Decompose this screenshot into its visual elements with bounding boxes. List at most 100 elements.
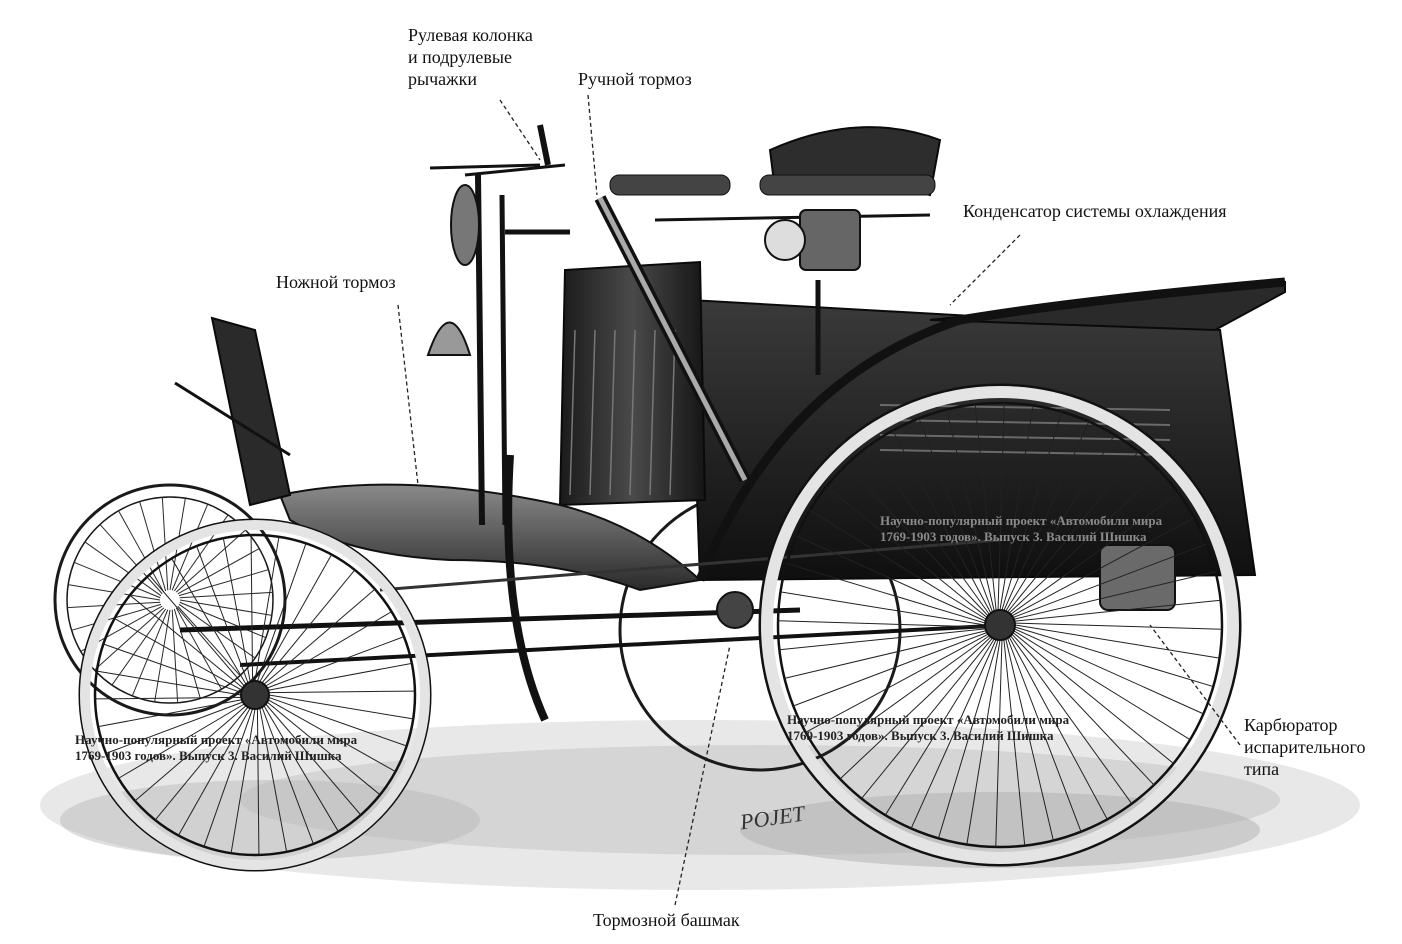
spoke xyxy=(867,446,990,615)
spoke xyxy=(98,699,242,728)
spoke xyxy=(94,607,165,671)
spoke xyxy=(1012,632,1174,764)
label-carburetor: Карбюратор испарительного типа xyxy=(1244,714,1366,780)
label-steering: Рулевая колонка и подрулевые рычажки xyxy=(408,24,533,90)
spoke xyxy=(1011,633,1155,786)
spoke xyxy=(918,418,993,613)
spoke xyxy=(263,705,339,832)
spoke xyxy=(256,543,307,682)
front-wheel xyxy=(78,518,432,872)
hand-brake-lever xyxy=(594,195,751,483)
spoke xyxy=(1011,517,1195,617)
leader-lines xyxy=(397,94,1241,906)
spoke xyxy=(259,708,288,852)
spoke xyxy=(1014,626,1214,688)
spoke xyxy=(171,503,209,591)
label-foot-brake: Ножной тормоз xyxy=(276,272,396,292)
spoke xyxy=(1010,492,1179,615)
watermark-faint-line1: Научно-популярный проект «Автомобили мир… xyxy=(880,513,1163,528)
spoke xyxy=(809,509,987,620)
label-hand-brake: Ручной тормоз xyxy=(578,69,692,89)
watermark-faint: Научно-популярный проект «Автомобили мир… xyxy=(880,513,1162,545)
spoke xyxy=(171,609,179,703)
spoke xyxy=(105,701,244,754)
watermark-faint-line2: 1769-1903 годов». Выпуск 3. Василий Шишк… xyxy=(880,529,1147,544)
spoke xyxy=(1005,434,1116,612)
spoke xyxy=(175,529,246,593)
leader-brake-shoe xyxy=(674,644,731,906)
leader-carburetor xyxy=(1149,624,1241,746)
spoke xyxy=(793,632,988,707)
spoke xyxy=(995,639,1003,847)
spoke xyxy=(173,608,201,699)
spoke xyxy=(268,662,412,691)
spoke xyxy=(250,535,254,682)
spoke xyxy=(114,617,243,691)
spoke xyxy=(861,637,993,799)
spoke xyxy=(73,561,161,599)
spoke xyxy=(261,706,314,845)
label-steering-line3: рычажки xyxy=(408,69,477,89)
spoke xyxy=(154,706,249,821)
label-carburetor-line1: Карбюратор xyxy=(1244,715,1338,735)
spoke xyxy=(839,636,992,780)
watermark-right-line2: 1769-1903 годов». Выпуск 3. Василий Шишк… xyxy=(787,728,1054,743)
spoke xyxy=(171,558,247,685)
spoke xyxy=(139,501,167,592)
spoke xyxy=(966,639,1001,845)
spoke xyxy=(1010,635,1133,804)
watermark-left-line1: Научно-популярный проект «Автомобили мир… xyxy=(75,732,358,747)
spoke xyxy=(780,591,986,626)
spoke xyxy=(131,609,169,697)
spoke xyxy=(884,638,995,816)
label-brake-shoe: Тормозной башмак xyxy=(593,910,740,930)
label-condenser: Конденсатор системы охлаждения xyxy=(963,201,1227,221)
spoke xyxy=(997,403,1005,611)
spoke xyxy=(265,703,362,816)
spoke xyxy=(222,538,251,682)
spoke xyxy=(179,599,272,616)
spoke xyxy=(261,569,356,684)
spoke xyxy=(177,707,251,836)
spoke xyxy=(1008,636,1108,820)
leader-condenser xyxy=(949,234,1021,306)
spoke xyxy=(177,548,260,595)
spoke xyxy=(254,536,280,682)
spoke xyxy=(974,404,997,611)
spoke xyxy=(937,639,999,839)
leader-hand-brake xyxy=(587,94,598,196)
spoke xyxy=(230,708,256,854)
spoke xyxy=(805,633,989,733)
spoke xyxy=(1014,628,1204,715)
spoke xyxy=(179,601,267,639)
rear-wheel xyxy=(758,383,1242,867)
spoke xyxy=(910,639,997,829)
spoke xyxy=(99,524,163,595)
spoke xyxy=(1003,421,1090,611)
spoke xyxy=(1014,599,1221,622)
seats xyxy=(609,126,942,222)
spoke xyxy=(111,608,167,686)
spoke xyxy=(779,628,986,651)
spoke xyxy=(1014,622,1222,630)
spoke xyxy=(175,607,222,690)
spoke xyxy=(268,696,407,747)
spoke xyxy=(892,430,992,614)
fender xyxy=(504,277,1286,722)
spoke xyxy=(1005,638,1054,841)
spoke xyxy=(1012,543,1207,618)
ground-shadow xyxy=(40,720,1360,890)
spoke xyxy=(1008,470,1161,614)
steering-column xyxy=(426,124,570,526)
spoke xyxy=(134,705,247,802)
spoke xyxy=(1014,624,1220,659)
spoke xyxy=(148,574,245,687)
label-carburetor-line2: испарительного xyxy=(1244,737,1366,757)
spoke xyxy=(821,635,990,758)
spoke xyxy=(1013,630,1191,741)
spoke xyxy=(1013,571,1216,620)
spoke xyxy=(268,694,414,720)
leader-steering xyxy=(499,99,541,161)
